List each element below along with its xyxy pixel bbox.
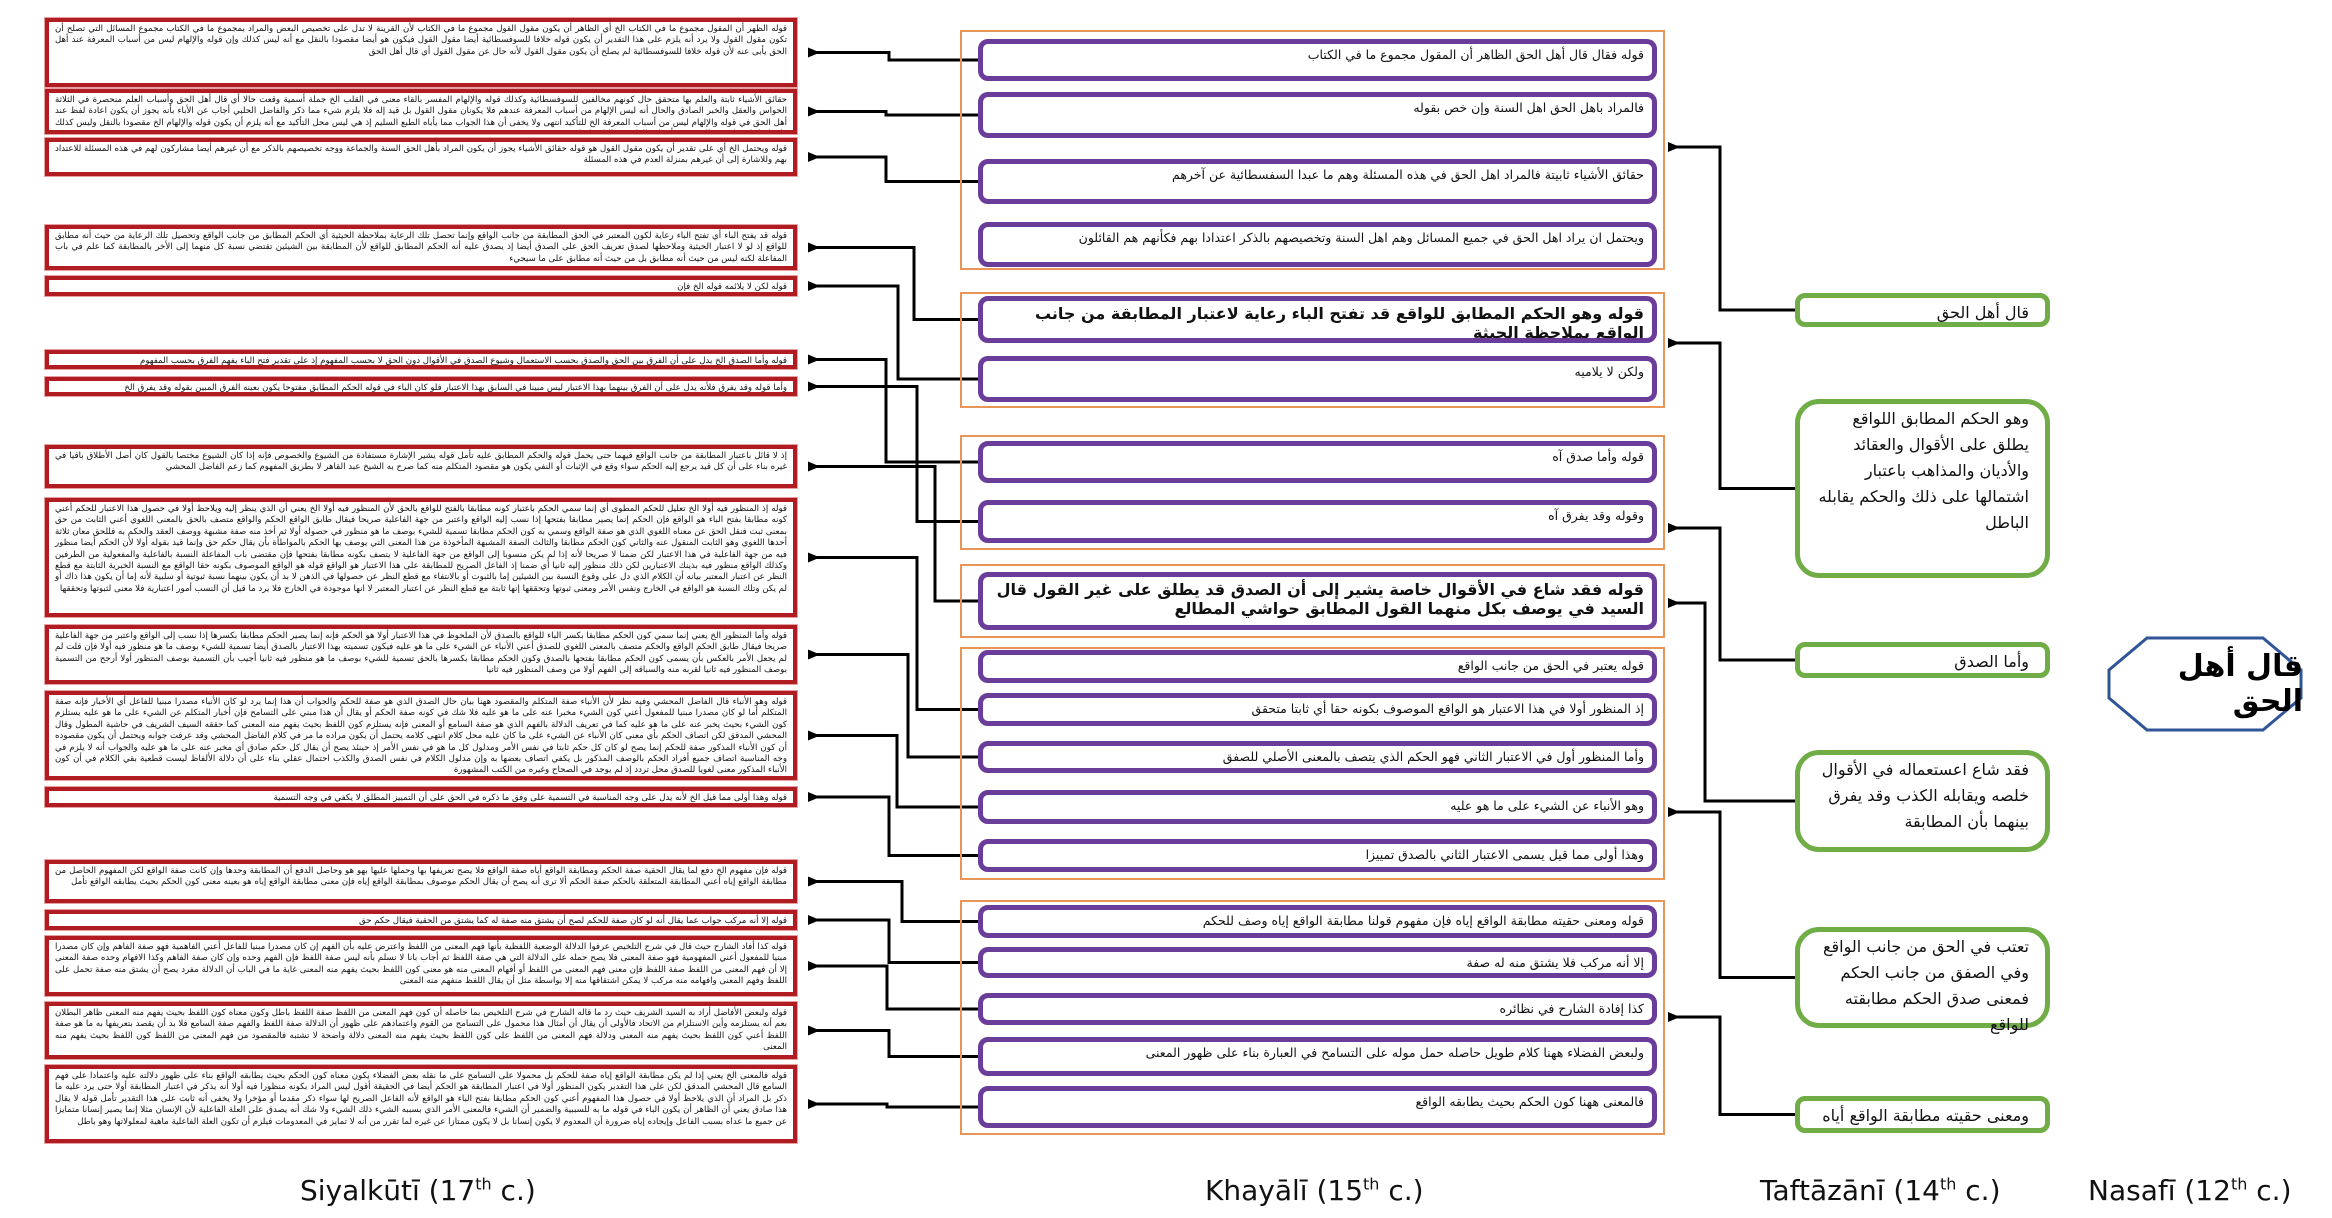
siyalkuti-gloss-box: إذ لا قائل باعتبار المطابقة من جانب الوا…: [45, 445, 797, 488]
siyalkuti-gloss-box: قوله قد يفتح الباء أي تفتح الباء رعاية ل…: [45, 225, 797, 270]
khayali-to-siyalkuti-arrow: [808, 966, 980, 1011]
siyalkuti-gloss-box: قوله وهو الأنباء قال الفاضل المحشي وفيه …: [45, 691, 797, 780]
siyalkuti-gloss-box: وأما قوله وقد يفرق فلأنه يدل على أن الفر…: [45, 377, 797, 396]
taftazani-text-box: تعتب في الحق من جانب الواقع وفي الصفق من…: [1795, 927, 2050, 1034]
taftazani-to-khayali-arrow: [1668, 147, 1797, 312]
taftazani-text-box: قال أهل الحق: [1795, 293, 2050, 327]
khayali-group-frame: [960, 30, 1665, 270]
taftazani-text-box: وأما الصدق: [1795, 642, 2050, 678]
khayali-gloss-box: وأما المنظور أول في الاعتبار الثاني فهو …: [978, 741, 1657, 773]
siyalkuti-gloss-box: قوله فالمعنى الخ يعني إذا لم يكن مطابقة …: [45, 1065, 797, 1143]
siyalkuti-gloss-box: قوله الظهر أن المقول مجموع ما في الكتاب …: [45, 18, 797, 87]
column-label-taftazani: Taftāzānī (14th c.): [1760, 1174, 2001, 1207]
khayali-to-siyalkuti-arrow: [808, 248, 980, 321]
khayali-gloss-box: وقوله وقد يفرق آه: [978, 500, 1657, 543]
khayali-group-frame: [960, 292, 1665, 408]
siyalkuti-gloss-box: قوله وهذا أولى مما قيل الخ لأنه يدل على …: [45, 787, 797, 807]
taftazani-text-box: فقد شاع اعستعماله في الأقوال خلصه ويقابل…: [1795, 750, 2050, 852]
taftazani-to-khayali-arrow: [1668, 603, 1797, 803]
khayali-group-frame: [960, 647, 1665, 880]
khayali-to-siyalkuti-arrow: [808, 882, 980, 923]
khayali-to-siyalkuti-arrow: [808, 360, 980, 464]
khayali-to-siyalkuti-arrow: [808, 53, 980, 62]
khayali-group-frame: [960, 435, 1665, 550]
taftazani-text-box: ومعنى حقيته مطابقة الواقع أياه: [1795, 1096, 2050, 1133]
khayali-group-frame: [960, 900, 1665, 1135]
siyalkuti-gloss-box: قوله إذ المنظور فيه أولا الخ تعليل للحكم…: [45, 498, 797, 617]
khayali-to-siyalkuti-arrow: [808, 920, 980, 964]
column-label-siyalkuti: Siyalkūtī (17th c.): [300, 1174, 536, 1207]
khayali-gloss-box: ولكن لا يلاميه: [978, 356, 1657, 402]
khayali-to-siyalkuti-arrow: [808, 1104, 980, 1107]
root-label: قال أهل الحق: [2177, 649, 2303, 719]
khayali-gloss-box: قوله ومعنى حقيته مطابقة الواقع إياه فإن …: [978, 905, 1657, 938]
khayali-gloss-box: حقائق الأشياء ثابيتة فالمراد اهل الحق في…: [978, 159, 1657, 204]
khayali-gloss-box: إذ المنظور أولا في هذا الاعتبار هو الواق…: [978, 693, 1657, 726]
khayali-gloss-box: قوله وأما صدق آه: [978, 441, 1657, 483]
siyalkuti-gloss-box: قوله وأما المنظور الخ يعني إنما سمي كون …: [45, 625, 797, 684]
siyalkuti-gloss-box: قوله لكن لا يلائمه قوله الخ فإن: [45, 276, 797, 296]
siyalkuti-gloss-box: قوله ولبعض الأفاضل أراد به السيد الشريف …: [45, 1002, 797, 1059]
khayali-gloss-box: كذا إفادة الشارح في نظائره: [978, 993, 1657, 1025]
khayali-group-frame: [960, 564, 1665, 638]
column-label-khayali: Khayālī (15th c.): [1205, 1174, 1424, 1207]
khayali-gloss-box: فالمراد باهل الحق اهل السنة وإن خص بقوله: [978, 92, 1657, 138]
siyalkuti-gloss-box: حقائق الأشياء ثابتة والعلم بها متحقق حال…: [45, 89, 797, 134]
khayali-to-siyalkuti-arrow: [808, 387, 980, 523]
octagon-shape: [2107, 636, 2303, 732]
khayali-to-siyalkuti-arrow: [808, 157, 980, 183]
siyalkuti-gloss-box: قوله كذا أفاد الشارح حيث قال في شرح التل…: [45, 936, 797, 996]
taftazani-to-khayali-arrow: [1668, 528, 1797, 662]
khayali-to-siyalkuti-arrow: [808, 1031, 980, 1058]
khayali-gloss-box: إلا أنه مركب فلا يشتق منه له صفة: [978, 947, 1657, 978]
khayali-to-siyalkuti-arrow: [808, 467, 980, 603]
khayali-gloss-box: ولبعض الفضلاء ههنا كلام طويل حاصله حمل م…: [978, 1037, 1657, 1076]
khayali-gloss-box: قوله وهو الحكم المطابق للواقع قد تفتح ال…: [978, 296, 1657, 343]
khayali-to-siyalkuti-arrow: [808, 736, 980, 809]
khayali-gloss-box: وهو الأنباء عن الشيء على ما هو عليه: [978, 790, 1657, 824]
khayali-to-siyalkuti-arrow: [808, 797, 980, 857]
siyalkuti-gloss-box: قوله فإن مفهوم الخ دفع لما يقال الحقية ص…: [45, 860, 797, 903]
khayali-gloss-box: ويحتمل ان يراد اهل الحق في جميع المسائل …: [978, 222, 1657, 267]
khayali-to-siyalkuti-arrow: [808, 655, 980, 759]
khayali-gloss-box: قوله يعتبر في الحق من جانب الواقع: [978, 650, 1657, 683]
khayali-gloss-box: قوله فقال قال أهل الحق الظاهر أن المقول …: [978, 39, 1657, 81]
siyalkuti-gloss-box: قوله ويحتمل الخ أي على تقدير أن يكون مقو…: [45, 138, 797, 176]
khayali-to-siyalkuti-arrow: [808, 112, 980, 117]
column-label-nasafi: Nasafī (12th c.): [2088, 1174, 2292, 1207]
siyalkuti-gloss-box: قوله إلا أنه مركب جواب عما يقال أنه لو ك…: [45, 910, 797, 930]
siyalkuti-gloss-box: قوله وأما الصدق الخ يدل على أن الفرق بين…: [45, 350, 797, 369]
nasafi-root-node: قال أهل الحق: [2107, 636, 2303, 732]
khayali-gloss-box: فالمعنى ههنا كون الحكم بحيث يطابقه الواق…: [978, 1086, 1657, 1128]
khayali-to-siyalkuti-arrow: [808, 286, 980, 381]
taftazani-to-khayali-arrow: [1668, 812, 1797, 979]
khayali-gloss-box: قوله فقد شاع في الأقوال خاصة يشير إلى أن…: [978, 572, 1657, 630]
khayali-to-siyalkuti-arrow: [808, 558, 980, 711]
taftazani-to-khayali-arrow: [1668, 1017, 1797, 1116]
khayali-gloss-box: وهذا أولى مما قيل يسمى الاعتبار الثاني ب…: [978, 839, 1657, 872]
taftazani-to-khayali-arrow: [1668, 343, 1797, 490]
taftazani-text-box: وهو الحكم المطابق اللواقع يطلق على الأقو…: [1795, 399, 2050, 578]
